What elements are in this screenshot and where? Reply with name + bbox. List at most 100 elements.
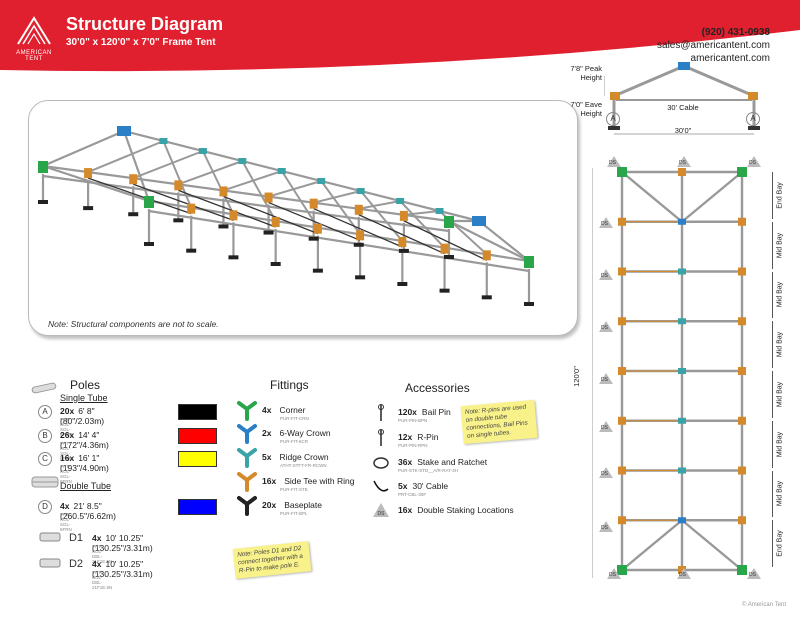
pole-letter: C <box>38 452 52 466</box>
bay-bracket <box>772 420 789 468</box>
accessory-code: PRT-CBL-30F <box>398 492 427 497</box>
double-stake-marker <box>599 521 613 532</box>
half-pole-icon <box>39 558 61 568</box>
double-stake-marker <box>677 156 691 167</box>
pole-letter: A <box>38 405 52 419</box>
double-stake-label: DS <box>749 572 756 578</box>
header-banner <box>0 0 800 72</box>
pole-qty: 4x <box>60 501 70 511</box>
fitting-row: 2x 6-Way Crown <box>262 428 331 438</box>
bay-bracket <box>772 470 789 518</box>
poles-note: Note: Poles D1 and D2 connect together w… <box>232 541 312 579</box>
page-title: Structure Diagram <box>66 14 224 34</box>
bay-bracket <box>772 321 789 368</box>
double-stake-label: DS <box>679 160 686 166</box>
fitting-name: Side Tee with Ring <box>284 476 355 486</box>
fitting-qty: 20x <box>262 500 277 510</box>
double-stake-marker <box>599 467 613 478</box>
pole-letter: B <box>38 429 52 443</box>
accessory-qty: 16x <box>398 505 413 515</box>
fitting-row: 20x Baseplate <box>262 500 322 510</box>
pole-size: 16' 1" (193"/4.90m) <box>60 453 109 473</box>
bay-bracket <box>772 520 789 567</box>
bay-label: Mid Bay <box>776 431 784 457</box>
fitting-name: Ridge Crown <box>279 452 329 462</box>
bay-label: End Bay <box>776 182 784 209</box>
fitting-qty: 16x <box>262 476 277 486</box>
pole-size: 10' 10.25" (130.25"/3.31m) <box>92 559 153 579</box>
accessory-icon-2 <box>378 429 384 446</box>
fitting-code: PUR-FIT-6CR <box>280 439 308 444</box>
pole-qty: 20x <box>60 406 75 416</box>
accessory-name: Bail Pin <box>421 407 451 417</box>
double-stake-label: DS <box>601 525 608 531</box>
double-stake-marker <box>599 373 613 384</box>
american-tent-logo <box>17 16 51 45</box>
bay-label: Mid Bay <box>776 282 784 308</box>
bay-label: Mid Bay <box>776 331 784 358</box>
website-link[interactable]: americantent.com <box>690 53 770 64</box>
eave-height-label: 7'0" Eave Height <box>570 100 602 118</box>
accessory-name: R-Pin <box>417 432 439 442</box>
plan-view-drawing <box>592 167 747 578</box>
accessory-name: Stake and Ratchet <box>417 457 488 467</box>
fitting-code: PUR-FIT-BPL <box>280 511 308 516</box>
pole-size: 6' 8" (80"/2.03m) <box>60 406 105 426</box>
double-tube-heading: Double Tube <box>60 481 112 491</box>
pole-color-swatch <box>178 451 217 467</box>
double-stake-marker <box>599 321 613 332</box>
poles-heading: Poles <box>70 378 101 392</box>
double-stake-label: DS <box>601 273 608 279</box>
pole-code: PRT-POL-DBL-21F1E.5N <box>92 570 113 590</box>
pole-code: PRT-POL-SGL-6FRN <box>60 512 72 532</box>
isometric-frame-drawing <box>38 126 534 306</box>
double-stake-marker <box>599 269 613 280</box>
pole-color-swatch <box>178 428 217 444</box>
fitting-row: 16x Side Tee with Ring <box>262 476 354 486</box>
contact-block: (920) 431-0938 sales@americantent.com am… <box>657 26 770 65</box>
double-stake-marker <box>599 217 613 228</box>
fitting-qty: 4x <box>262 405 272 415</box>
elevation-pole-a-right: A <box>746 112 760 126</box>
accessory-icon-3 <box>373 457 389 469</box>
accessories-heading: Accessories <box>405 381 470 395</box>
single-tube-heading: Single Tube <box>60 393 108 403</box>
fitting-icon-3 <box>237 448 257 468</box>
double-stake-marker <box>607 156 621 167</box>
accessory-code: PUR-PIN-BPN <box>398 418 428 423</box>
bay-bracket <box>772 371 789 418</box>
double-tube-icon <box>31 476 59 488</box>
phone-number[interactable]: (920) 431-0938 <box>701 27 770 38</box>
fitting-icon-2 <box>237 424 257 444</box>
half-pole-icon <box>39 532 61 542</box>
page-subtitle: 30'0" x 120'0" x 7'0" Frame Tent <box>66 37 216 48</box>
pole-color-swatch <box>178 499 217 515</box>
front-elevation-drawing <box>604 62 760 135</box>
isometric-view-panel <box>28 100 578 336</box>
fitting-row: 5x Ridge Crown <box>262 452 329 462</box>
bay-bracket <box>772 271 789 319</box>
fitting-qty: 2x <box>262 428 272 438</box>
fitting-name: Baseplate <box>284 500 322 510</box>
fitting-qty: 5x <box>262 452 272 462</box>
email-link[interactable]: sales@americantent.com <box>657 40 770 51</box>
fitting-name: 6-Way Crown <box>279 428 331 438</box>
pole-code: PRT-POL-SGL-6FRN <box>60 464 72 484</box>
double-stake-icon: DS <box>373 503 389 517</box>
fitting-icon-4 <box>237 472 257 492</box>
pole-letter: D1 <box>68 532 84 544</box>
accessory-code: PUR-PIN-RPN <box>398 443 428 448</box>
pole-qty: 4x <box>92 533 102 543</box>
cable-label: 30' Cable <box>667 103 699 112</box>
peak-height-label: 7'8" Peak Height <box>570 64 602 82</box>
bay-bracket <box>772 221 789 269</box>
fitting-code: ATHT-STFT-FR-RCWN <box>280 463 327 468</box>
double-stake-marker <box>747 568 761 579</box>
double-stake-label: DS <box>601 377 608 383</box>
pole-code: PRT-POL-SGL-6FRN <box>60 441 72 461</box>
